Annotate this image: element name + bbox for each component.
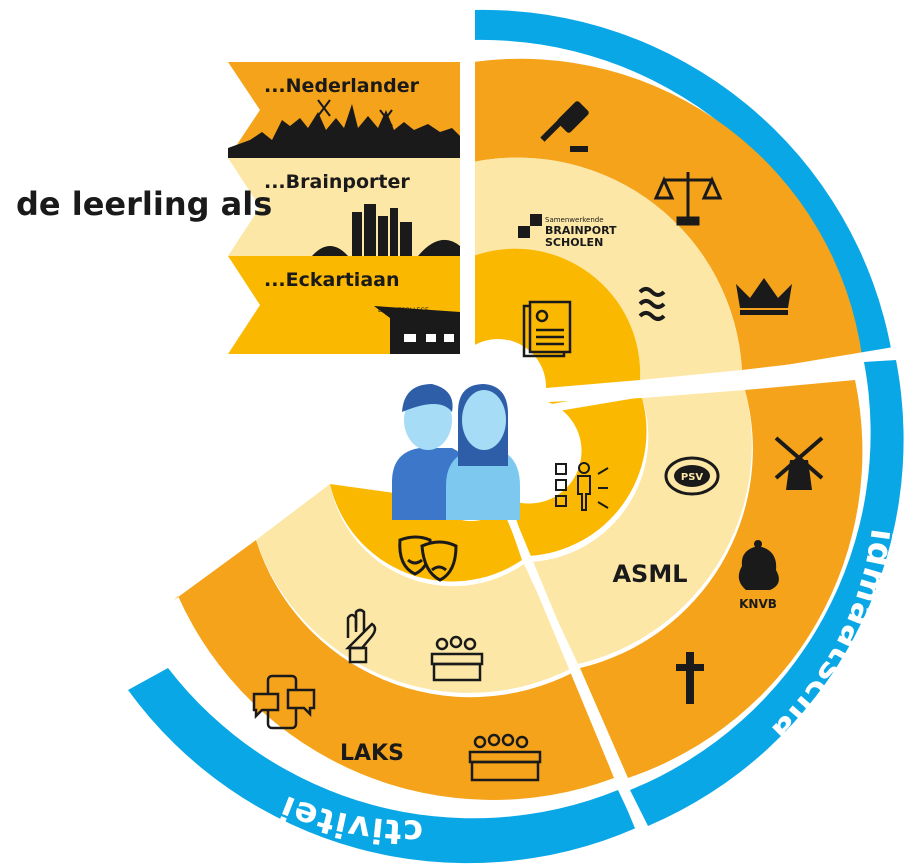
laks-logo: LAKS bbox=[340, 741, 404, 766]
cross-icon bbox=[676, 652, 704, 704]
page-heading: de leerling als bbox=[16, 185, 272, 223]
asml-logo: ASML bbox=[612, 560, 687, 588]
student-council-icon bbox=[430, 635, 484, 682]
activiteit-ring-inner bbox=[330, 484, 522, 582]
banner-label: ...Eckartiaan bbox=[264, 269, 400, 291]
activiteit-band-blue bbox=[128, 668, 636, 864]
scales-of-justice-icon bbox=[653, 172, 723, 226]
activiteit-ring-outer bbox=[174, 540, 614, 800]
divider-status-lidmaatschap bbox=[539, 346, 901, 414]
career-checklist-icon bbox=[555, 462, 609, 511]
building-sign: ECKARTCOLLEGE bbox=[378, 307, 429, 314]
knvb-lion-icon: KNVB bbox=[738, 540, 779, 611]
knvb-text: KNVB bbox=[739, 597, 777, 611]
eckart-college-building-icon: ECKARTCOLLEGE bbox=[374, 306, 460, 354]
status-ring-middle bbox=[473, 157, 742, 380]
psv-text: PSV bbox=[681, 472, 704, 483]
gavel-icon bbox=[540, 101, 589, 152]
chat-phone-icon bbox=[252, 674, 316, 730]
banner-label: ...Nederlander bbox=[264, 75, 420, 97]
brainport-line1: BRAINPORT bbox=[545, 224, 617, 237]
eindhoven-skyline-icon bbox=[312, 204, 460, 256]
psv-logo-icon: PSV bbox=[664, 456, 720, 496]
brainport-small-text: Samenwerkende bbox=[545, 216, 604, 224]
theater-masks-icon bbox=[398, 535, 458, 582]
banner-nederlander: ...Nederlander bbox=[228, 62, 460, 158]
laks-text: LAKS bbox=[340, 741, 404, 766]
lidmaatschap-band-blue bbox=[630, 360, 904, 826]
students-icon bbox=[392, 384, 520, 520]
windmill-icon bbox=[774, 436, 824, 490]
dutch-skyline-icon bbox=[228, 99, 460, 158]
banner-label: ...Brainporter bbox=[264, 171, 410, 193]
document-icon bbox=[522, 300, 572, 358]
banner-eckartiaan: ...Eckartiaan ECKARTCOLLEGE bbox=[228, 256, 460, 354]
crown-icon bbox=[736, 278, 792, 315]
brainport-line2: SCHOLEN bbox=[545, 236, 603, 249]
activiteit-ring-middle bbox=[256, 484, 572, 693]
divider-lidmaatschap-activiteit bbox=[496, 490, 644, 832]
waterboard-icon bbox=[638, 287, 666, 321]
parliament-icon bbox=[468, 733, 542, 782]
status-band-blue bbox=[473, 9, 892, 357]
brainport-scholen-logo: Samenwerkende BRAINPORT SCHOLEN bbox=[518, 214, 617, 249]
banner-brainporter: ...Brainporter bbox=[228, 158, 460, 256]
raised-hands-icon bbox=[344, 608, 377, 664]
